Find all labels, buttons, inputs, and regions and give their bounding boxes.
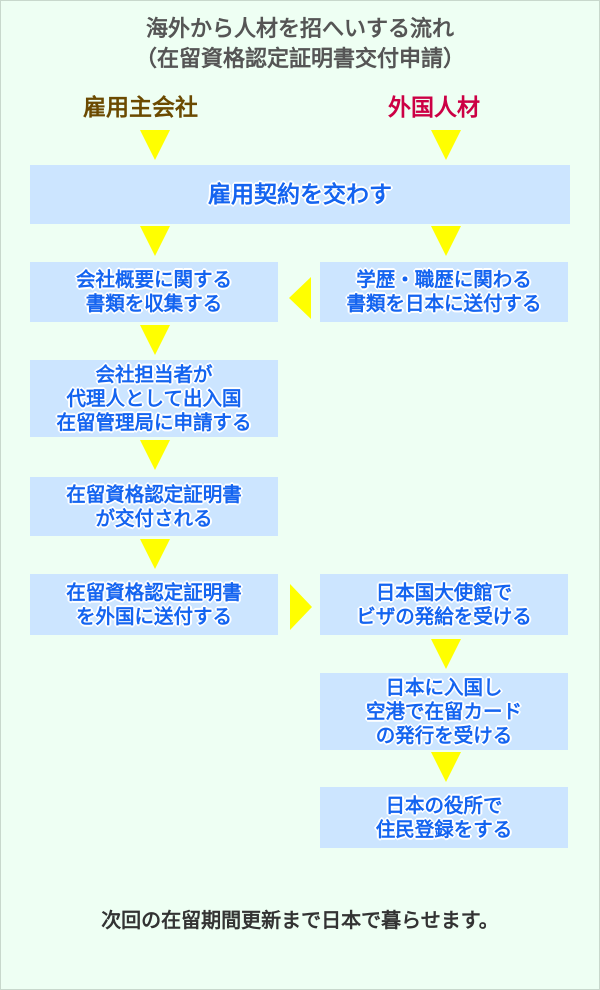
arrow-down-icon xyxy=(431,130,461,160)
arrow-down-icon xyxy=(140,130,170,160)
step-send-cert: 在留資格認定証明書 を外国に送付する xyxy=(30,574,278,635)
arrow-left-icon xyxy=(289,277,311,319)
step-contract: 雇用契約を交わす xyxy=(30,165,570,224)
arrow-down-icon xyxy=(140,226,170,256)
title-line-2: （在留資格認定証明書交付申請） xyxy=(134,47,465,72)
arrow-down-icon xyxy=(431,639,461,669)
arrow-down-icon xyxy=(431,226,461,256)
step-register: 日本の役所で 住民登録をする xyxy=(320,787,568,848)
title-line-1: 海外から人材を招へいする流れ xyxy=(145,17,454,42)
arrow-down-icon xyxy=(140,440,170,470)
step-issued: 在留資格認定証明書 が交付される xyxy=(30,477,278,536)
arrow-down-icon xyxy=(140,539,170,569)
step-company-docs: 会社概要に関する 書類を収集する xyxy=(30,262,278,322)
employer-label: 雇用主会社 xyxy=(83,95,198,121)
step-send-docs: 学歴・職歴に関わる 書類を日本に送付する xyxy=(320,262,568,322)
foreigner-label: 外国人材 xyxy=(388,95,480,121)
step-enter: 日本に入国し 空港で在留カード の発行を受ける xyxy=(320,673,568,750)
footer-note: 次回の在留期間更新まで日本で暮らせます。 xyxy=(101,908,499,932)
step-visa: 日本国大使館で ビザの発給を受ける xyxy=(320,574,568,635)
arrow-down-icon xyxy=(140,325,170,355)
arrow-right-icon xyxy=(290,584,312,630)
arrow-down-icon xyxy=(431,752,461,782)
step-apply: 会社担当者が 代理人として出入国 在留管理局に申請する xyxy=(30,360,278,437)
